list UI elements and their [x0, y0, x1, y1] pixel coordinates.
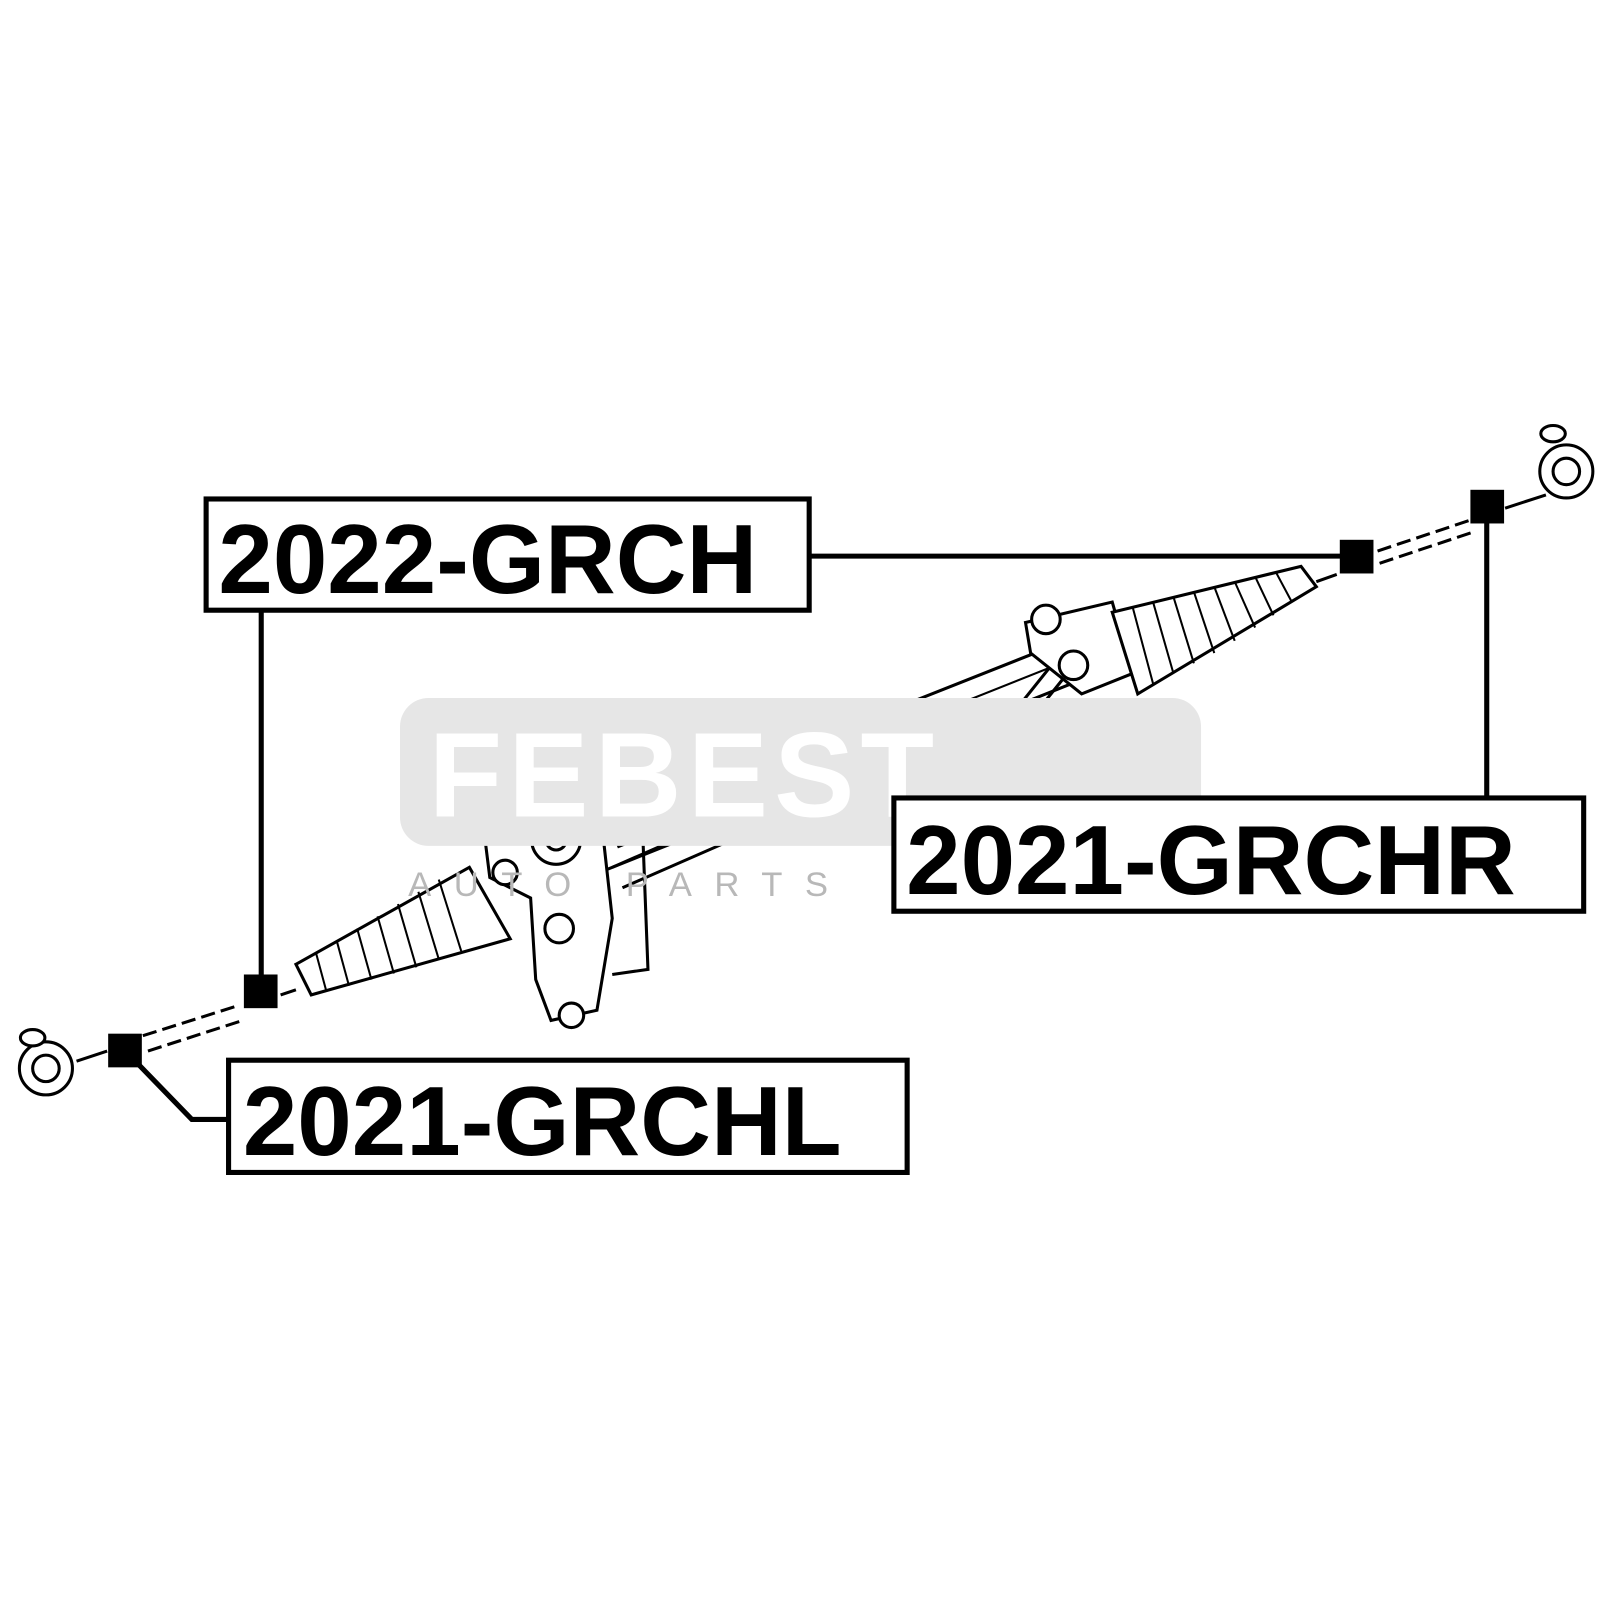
callout-box [226, 1057, 910, 1175]
leader-line [123, 1049, 229, 1122]
watermark-tagline: AUTO PARTS [408, 866, 850, 904]
callout-box [203, 496, 812, 613]
part-number-label: 2021-GRCHR [906, 805, 1516, 915]
marker-square [1339, 539, 1374, 574]
callout-2021-grchr: 2021-GRCHR [891, 489, 1587, 915]
marker-square [1470, 489, 1505, 524]
callout-2021-grchl: 2021-GRCHL [108, 1033, 910, 1176]
part-number-label: 2022-GRCH [218, 504, 757, 614]
marker-square [108, 1033, 142, 1068]
watermark-brand: FEBEST [429, 707, 941, 842]
callout-box [891, 795, 1587, 914]
callout-2022-grch: 2022-GRCH [203, 496, 1374, 1009]
part-number-label: 2021-GRCHL [243, 1066, 842, 1176]
marker-square [243, 974, 278, 1009]
